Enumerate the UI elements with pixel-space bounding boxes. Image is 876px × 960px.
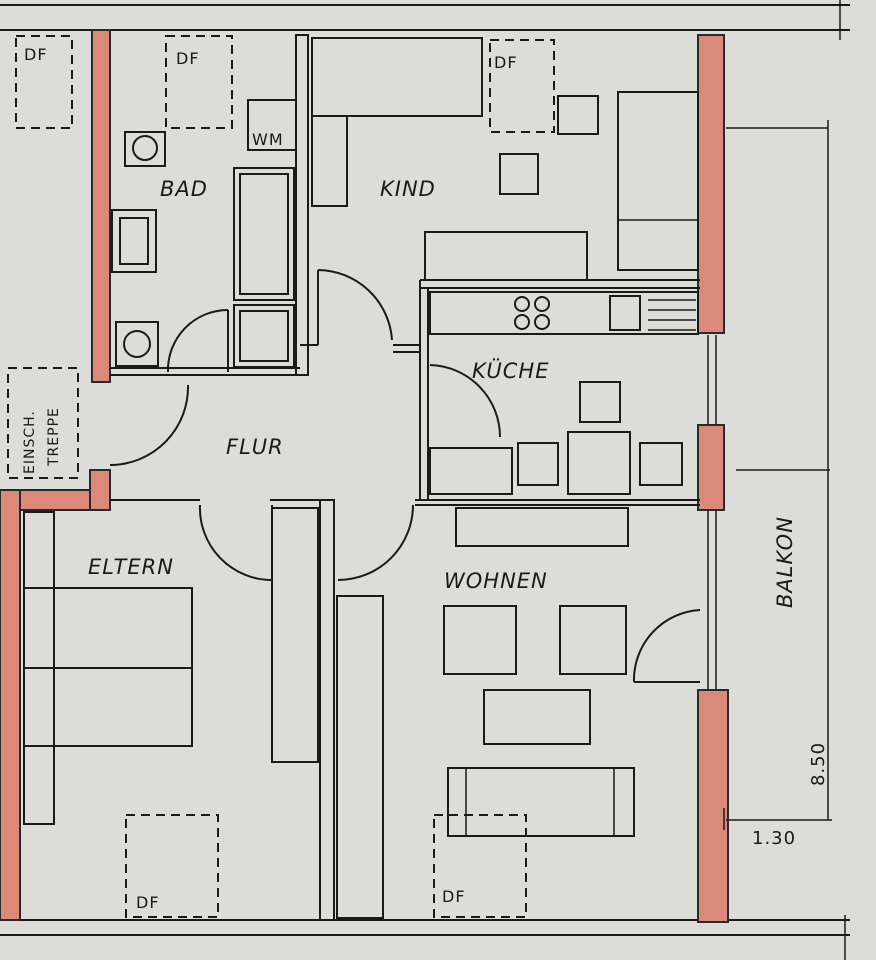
treppe-label-line2: TREPPE: [46, 407, 62, 467]
df-label: DF: [136, 893, 160, 912]
wohnen-furniture: [336, 507, 635, 919]
room-label-bad: BAD: [160, 177, 208, 201]
eltern-furniture: [23, 507, 319, 825]
windows: [707, 335, 717, 690]
doors: [109, 269, 701, 683]
room-label-flur: FLUR: [226, 435, 284, 459]
wm-label: WM: [252, 130, 284, 149]
interior-walls: [110, 34, 700, 921]
df-label: DF: [442, 887, 466, 906]
df-label: DF: [494, 53, 518, 72]
room-label-kueche: KÜCHE: [472, 358, 550, 383]
room-label-kind: KIND: [380, 177, 436, 201]
df-label: DF: [176, 49, 200, 68]
balcony-dimensions: [723, 120, 832, 830]
bathroom-fixtures: [111, 99, 297, 368]
kitchen-furniture: [429, 291, 699, 495]
room-label-balkon: BALKON: [773, 516, 797, 608]
dimension-label-width: 1.30: [752, 828, 796, 849]
df-label: DF: [24, 45, 48, 64]
outer-border: [0, 0, 850, 960]
attic-stairs-box: [7, 367, 79, 479]
dimension-label-length: 8.50: [808, 742, 829, 786]
walls: [0, 29, 729, 923]
room-label-eltern: ELTERN: [88, 555, 174, 579]
room-label-wohnen: WOHNEN: [444, 569, 548, 593]
treppe-label-line1: EINSCH.: [22, 410, 38, 474]
kinderzimmer-furniture: [311, 37, 699, 281]
skylights: [15, 35, 555, 918]
